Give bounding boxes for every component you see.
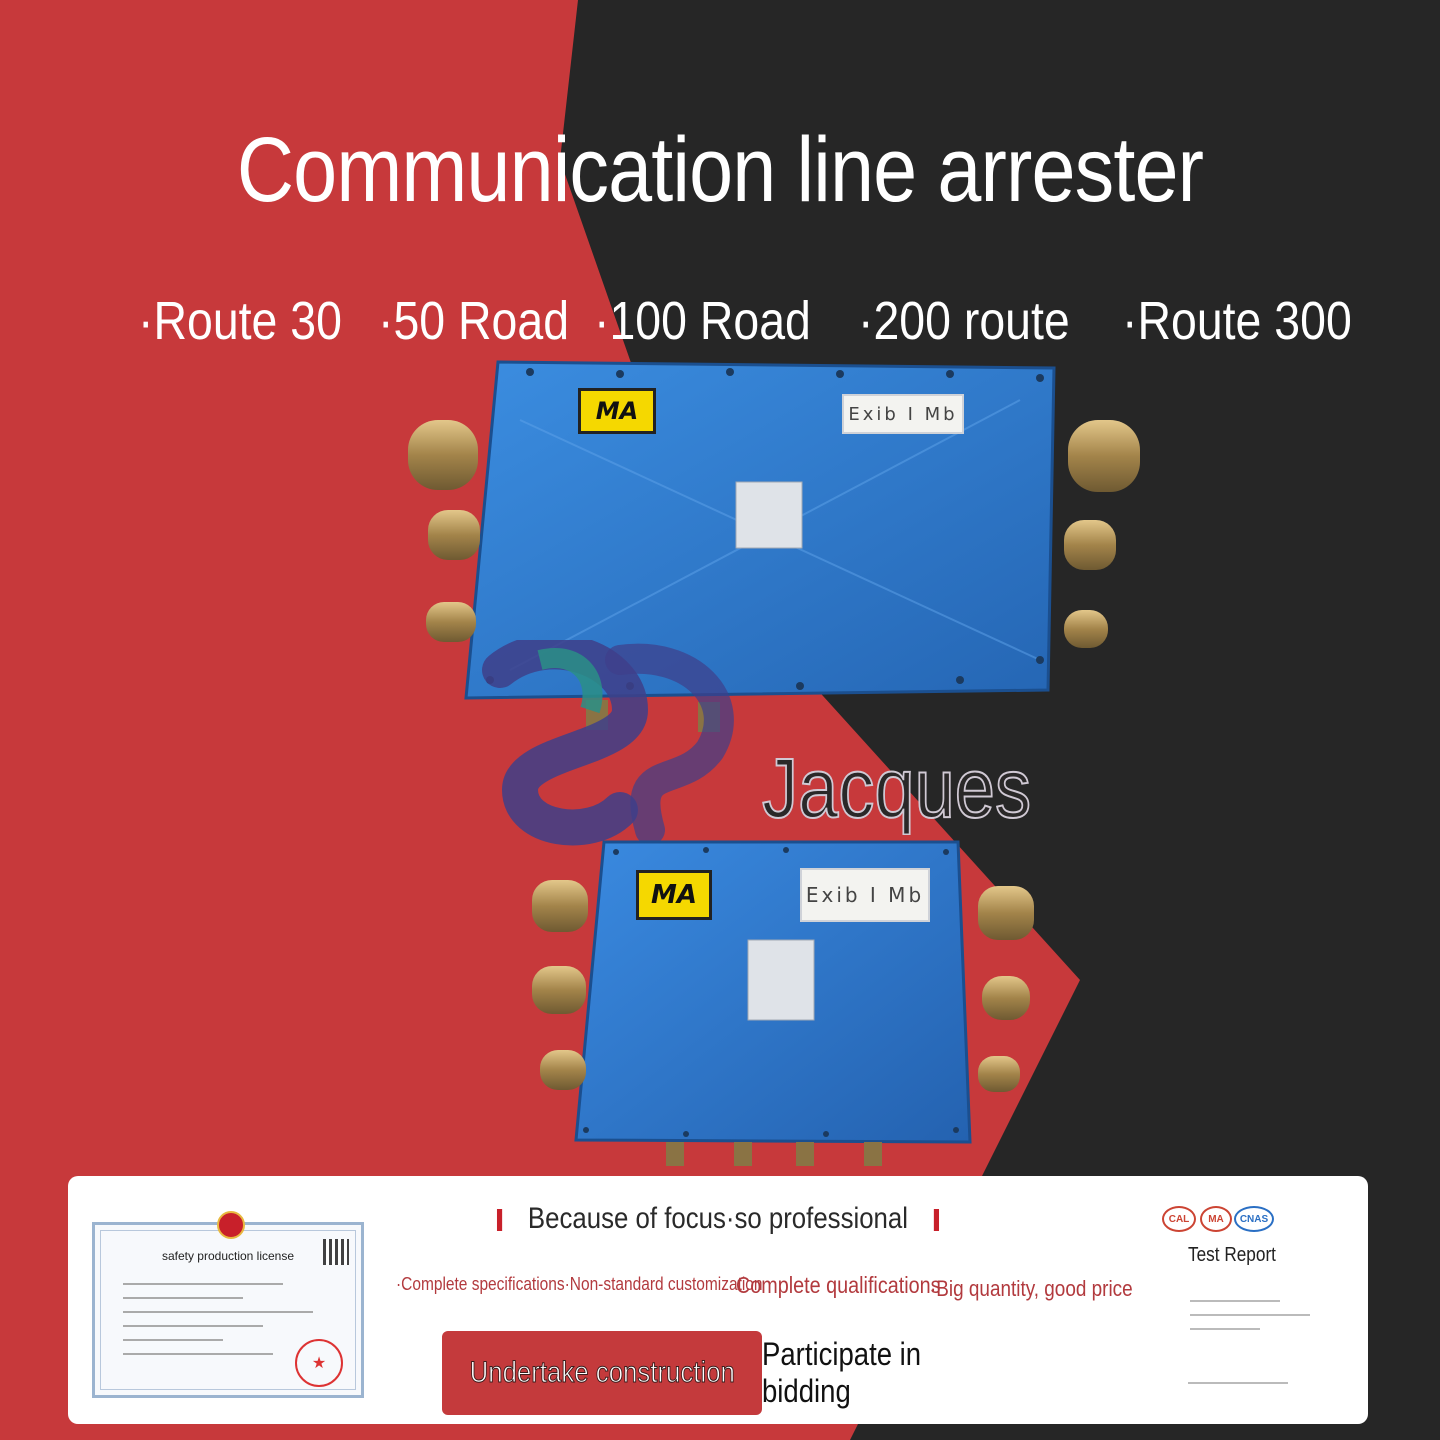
brand-logo-mark — [460, 640, 760, 850]
info-banner: safety production license ★ Because of f… — [68, 1176, 1368, 1424]
exib-plate-large: Exib I Mb — [842, 394, 964, 434]
feature-specifications: ·Complete specifications·Non-standard cu… — [396, 1274, 763, 1295]
ma-badge-text: MA — [596, 397, 638, 425]
brand-name: Jacques — [762, 740, 1031, 837]
cma-logo-icon: MA — [1200, 1206, 1232, 1232]
ma-badge-large: MA — [578, 388, 656, 434]
feature-qualifications: Complete qualifications — [736, 1272, 941, 1299]
undertake-construction-button[interactable]: Undertake construction — [442, 1331, 762, 1415]
page-title: Communication line arrester — [101, 118, 1339, 223]
cert-text-line — [123, 1283, 283, 1285]
test-report-document: CAL MA CNAS Test Report — [1148, 1186, 1348, 1410]
cert-text-line — [123, 1339, 223, 1341]
safety-license-certificate: safety production license ★ — [92, 1222, 364, 1398]
small-arrester-box: MA Exib I Mb — [526, 836, 1042, 1166]
certificate-title: safety production license — [95, 1249, 361, 1263]
route-30: ·Route 30 — [138, 290, 342, 352]
exib-plate-small: Exib I Mb — [800, 868, 930, 922]
small-box-body — [526, 836, 1042, 1166]
slogan-text: Because of focus·so professional — [528, 1202, 908, 1235]
test-report-title: Test Report — [1188, 1244, 1276, 1267]
slogan-mark-right — [934, 1209, 939, 1231]
report-text-line — [1188, 1382, 1288, 1384]
cal-logo-icon: CAL — [1162, 1206, 1196, 1232]
cert-text-line — [123, 1353, 273, 1355]
undertake-construction-label: Undertake construction — [469, 1356, 734, 1390]
participate-bidding-button[interactable]: Participate in bidding — [762, 1331, 1052, 1415]
participate-bidding-label: Participate in bidding — [762, 1336, 1011, 1410]
ma-badge-small: MA — [636, 870, 712, 920]
report-text-line — [1190, 1328, 1260, 1330]
route-200: ·200 route — [858, 290, 1070, 352]
cert-text-line — [123, 1297, 243, 1299]
slogan-mark-left — [497, 1209, 502, 1231]
cert-text-line — [123, 1311, 313, 1313]
cert-text-line — [123, 1325, 263, 1327]
cnas-logo-icon: CNAS — [1234, 1206, 1274, 1232]
route-100: ·100 Road — [594, 290, 811, 352]
ma-badge-text: MA — [651, 880, 697, 910]
route-300: ·Route 300 — [1122, 290, 1352, 352]
report-text-line — [1190, 1300, 1280, 1302]
route-50: ·50 Road — [378, 290, 569, 352]
feature-price: ·Big quantity, good price — [930, 1276, 1133, 1302]
report-text-line — [1190, 1314, 1310, 1316]
official-seal-icon: ★ — [295, 1339, 343, 1387]
